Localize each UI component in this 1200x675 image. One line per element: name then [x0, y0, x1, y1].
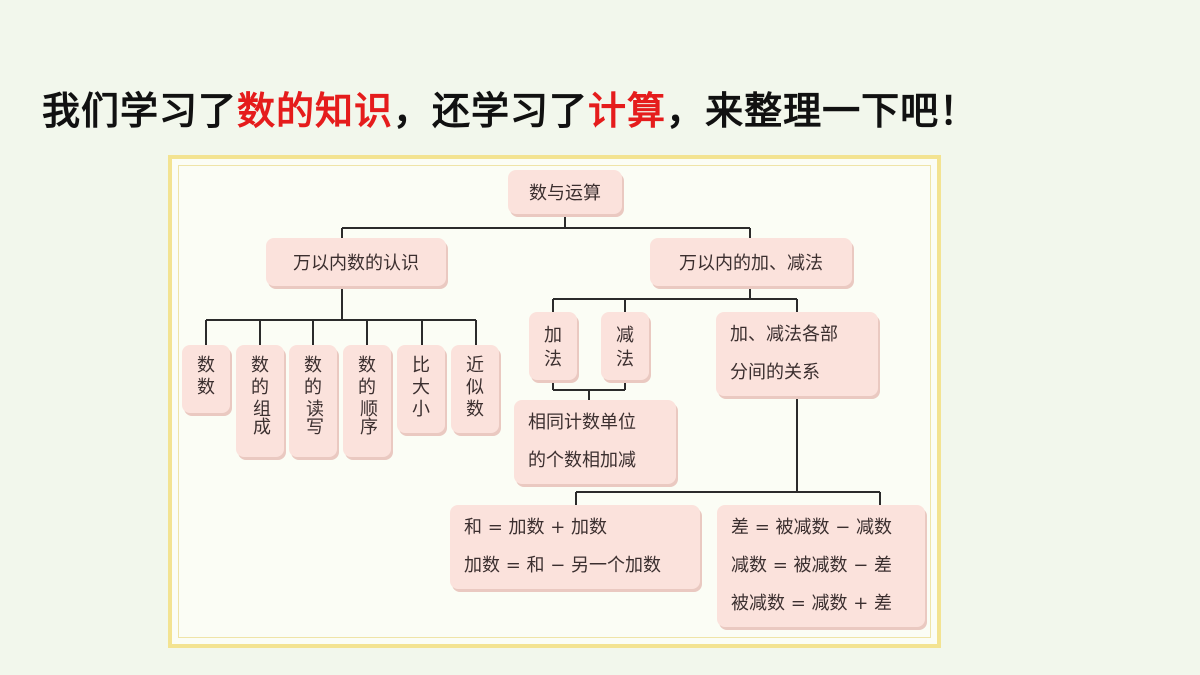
leaf-node: 比 大 小 [397, 345, 445, 433]
formula-line: 减数 = 被减数 − 差 [731, 555, 893, 576]
title-part-2: ，还学习了 [393, 89, 589, 133]
leaf-text: 数 [197, 355, 215, 376]
node-counting-unit: 相同计数单位 的个数相加减 [514, 400, 676, 484]
formula-line: 加数 = 和 − 另一个加数 [464, 555, 662, 576]
leaf-text: 数 [304, 355, 322, 376]
leaf-text: 近 [466, 355, 484, 376]
node-subtraction-text: 法 [616, 349, 634, 370]
leaf-text: 大 [412, 377, 430, 398]
node-root: 数与运算 [508, 170, 622, 214]
title-part-1: 我们学习了 [42, 89, 238, 133]
node-relations: 加、减法各部 分间的关系 [716, 312, 878, 396]
leaf-text: 数 [358, 355, 376, 376]
node-left-branch: 万以内数的认识 [266, 238, 446, 286]
node-addition-text: 加 [544, 325, 562, 346]
node-difference-formulas: 差 = 被减数 − 减数 减数 = 被减数 − 差 被减数 = 减数 + 差 [717, 505, 925, 627]
leaf-text: 的 [251, 377, 269, 398]
page-title: 我们学习了数的知识，还学习了计算，来整理一下吧！ [42, 80, 978, 135]
leaf-node: 数 的 组成 [236, 345, 284, 457]
leaf-text: 读写 [303, 399, 324, 435]
node-addition-text: 法 [544, 349, 562, 370]
node-root-label: 数与运算 [529, 183, 601, 204]
leaf-text: 小 [412, 399, 430, 420]
leaf-text: 顺序 [357, 399, 378, 435]
leaf-text: 比 [412, 355, 430, 376]
node-subtraction: 减 法 [601, 312, 649, 380]
leaf-node: 数 数 [182, 345, 230, 413]
leaf-text: 数 [466, 399, 484, 420]
title-highlight-calculation: 计算 [588, 89, 667, 133]
node-right-branch: 万以内的加、减法 [650, 238, 852, 286]
leaf-text: 数 [251, 355, 269, 376]
node-counting-unit-text: 的个数相加减 [528, 450, 636, 471]
node-relations-text: 分间的关系 [730, 362, 820, 383]
formula-line: 差 = 被减数 − 减数 [731, 517, 893, 538]
node-left-branch-label: 万以内数的认识 [293, 253, 419, 274]
formula-line: 被减数 = 减数 + 差 [731, 593, 893, 614]
leaf-text: 的 [304, 377, 322, 398]
leaf-node: 数 的 顺序 [343, 345, 391, 457]
leaf-node: 数 的 读写 [289, 345, 337, 457]
title-part-3: ，来整理一下吧！ [666, 89, 979, 133]
node-counting-unit-text: 相同计数单位 [528, 412, 636, 433]
node-right-branch-label: 万以内的加、减法 [679, 253, 823, 274]
diagram-inner-border [178, 165, 931, 638]
node-addition: 加 法 [529, 312, 577, 380]
node-sum-formulas: 和 = 加数 + 加数 加数 = 和 − 另一个加数 [450, 505, 700, 589]
leaf-text: 组成 [250, 399, 271, 435]
node-relations-text: 加、减法各部 [730, 324, 838, 345]
formula-line: 和 = 加数 + 加数 [464, 517, 608, 538]
leaf-text: 的 [358, 377, 376, 398]
leaf-node: 近 似 数 [451, 345, 499, 433]
title-highlight-number-knowledge: 数的知识 [237, 89, 394, 133]
leaf-text: 数 [197, 377, 215, 398]
node-subtraction-text: 减 [616, 325, 634, 346]
leaf-text: 似 [466, 377, 484, 398]
